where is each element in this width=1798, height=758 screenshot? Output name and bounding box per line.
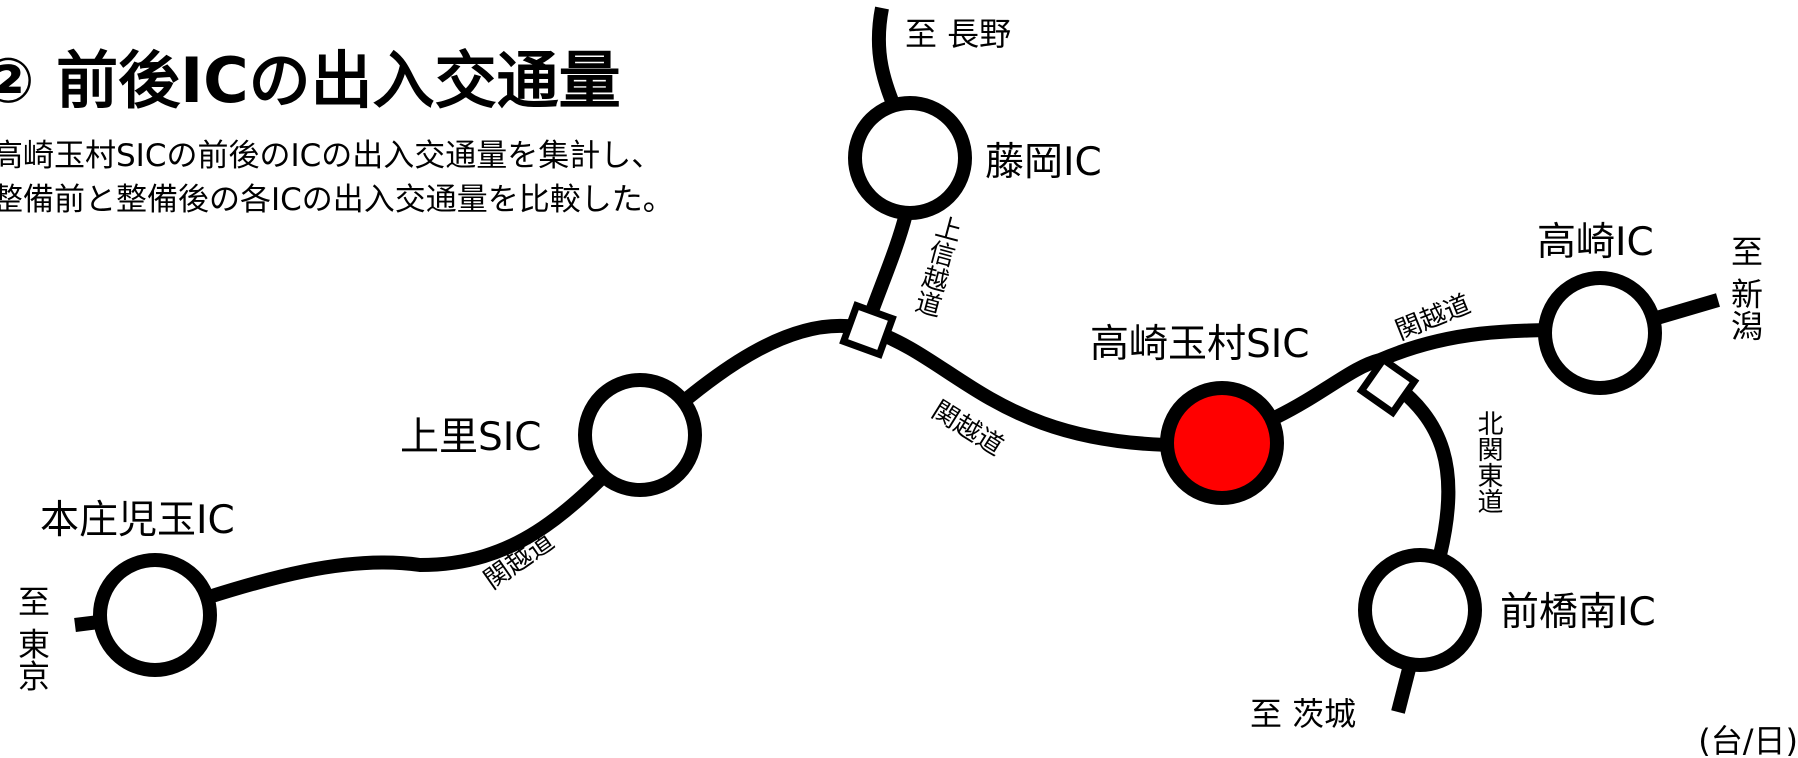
node-honjo-kodama-ic [93,553,217,677]
road-to-ibaraki [1391,663,1417,714]
label-honjo-kodama-ic: 本庄児玉IC [40,498,235,543]
road-kanetsu-west [74,435,645,632]
unit-label: (台/日) [1698,722,1798,758]
node-kamisato-sic [578,373,702,497]
label-road-kitakanto: 北関東道 [1473,410,1503,514]
label-takasaki-tamamura-sic: 高崎玉村SIC [1090,322,1310,367]
label-road-joshinetsu: 上信越道 [909,211,965,319]
junction-fujioka-jct [839,301,897,359]
label-destination-ibaraki: 至 茨城 [1250,695,1356,733]
label-fujioka-ic: 藤岡IC [985,140,1102,185]
node-takasaki-tamamura-sic [1160,381,1284,505]
label-destination-niigata: 至 新潟 [1726,235,1764,341]
node-takasaki-ic [1538,271,1662,395]
node-maebashi-minami-ic [1358,548,1482,672]
page-title: ② 前後ICの出入交通量 [0,44,621,117]
description-line-2: 整備前と整備後の各ICの出入交通量を比較した。 [0,182,674,218]
label-takasaki-ic: 高崎IC [1537,220,1654,265]
label-destination-tokyo: 至 東京 [13,585,51,691]
node-fujioka-ic [848,96,972,220]
description-line-1: 高崎玉村SICの前後のICの出入交通量を集計し、 [0,138,663,174]
label-kamisato-sic: 上里SIC [400,415,542,460]
junction-takasaki-jct [1356,354,1420,418]
road-to-niigata [1648,293,1720,327]
label-destination-nagano: 至 長野 [905,15,1011,53]
label-maebashi-minami-ic: 前橋南IC [1500,590,1656,635]
